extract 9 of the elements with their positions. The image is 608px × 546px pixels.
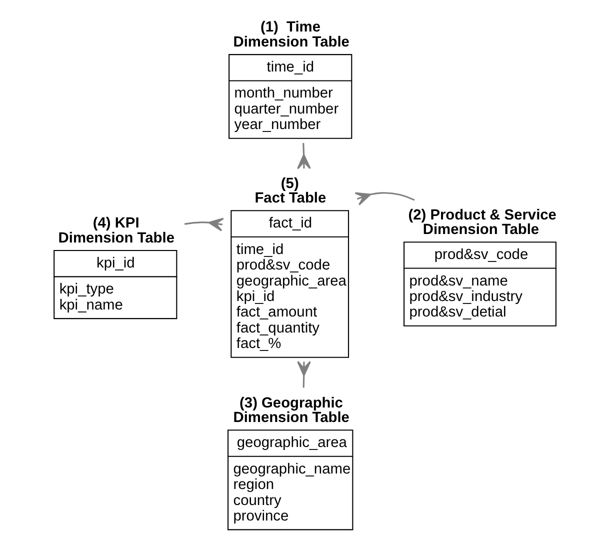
node-label: (1) Time Dimension Table [232,20,349,50]
connector [296,360,310,388]
node-label: (3) Geographic Dimension Table [232,395,349,426]
node-label: (2) Product & Service Dimension Table [408,207,556,238]
node-label: (4) KPI Dimension Table [58,216,174,246]
connector [296,142,310,170]
connector [354,192,414,206]
node-label: (5) Fact Table [254,176,326,206]
connector [184,218,224,232]
